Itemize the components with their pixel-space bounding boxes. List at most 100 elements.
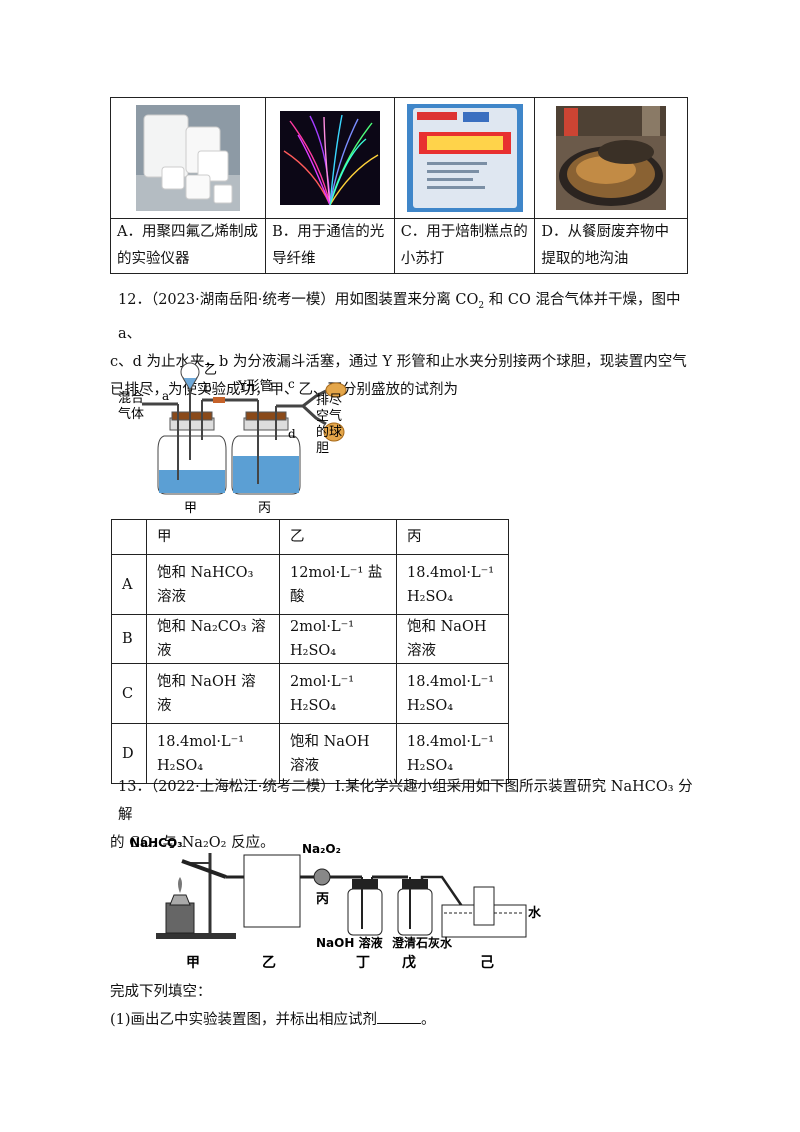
label-b: b	[204, 381, 212, 395]
cell-bing-line2: H₂SO₄	[407, 757, 454, 774]
label-a: a	[162, 389, 169, 403]
cell-yi: 2mol·L⁻¹ H₂SO₄	[279, 663, 397, 724]
label-ji: 己	[480, 955, 494, 971]
label-nahco3: NaHCO₃	[130, 836, 182, 850]
cell-bing-line1: 18.4mol·L⁻¹	[407, 733, 495, 750]
apparatus-yi-box	[243, 854, 301, 928]
table-row: D 18.4mol·L⁻¹ H₂SO₄ 饱和 NaOH 溶液 18.4mol·L…	[111, 723, 509, 784]
q12-stem: 12．（2023·湖南岳阳·统考一模）用如图装置来分离 CO2 和 CO 混合气…	[110, 286, 698, 404]
label-limewater: 澄清石灰水	[392, 935, 453, 950]
q13-line1: 13．（2022·上海松江·统考二模）I.某化学兴趣小组采用如下图所示装置研究 …	[118, 773, 698, 829]
cell-yi: 2mol·L⁻¹ H₂SO₄	[279, 614, 397, 664]
cell-jia: 饱和 Na₂CO₃ 溶液	[146, 614, 280, 664]
label-bing: 丙	[316, 892, 329, 907]
ptfe-beakers-icon	[136, 105, 241, 211]
q13-text-1: I.某化学兴趣小组采用如下图所示装置研究 NaHCO₃ 分解	[118, 779, 693, 823]
q12-line2: c、d 为止水夹，b 为分液漏斗活塞，通过 Y 形管和止水夹分别接两个球胆，现装…	[110, 353, 687, 370]
label-balloon-4: 胆	[316, 441, 329, 456]
table-row: B 饱和 Na₂CO₃ 溶液 2mol·L⁻¹ H₂SO₄ 饱和 NaOH 溶液	[111, 614, 509, 664]
cell-bing-line1: 18.4mol·L⁻¹	[407, 673, 495, 690]
q12-source: （2023·湖南岳阳·统考一模）	[150, 292, 335, 308]
row-label: A	[111, 554, 147, 615]
option-d-caption: D．从餐厨废弃物中提取的地沟油	[534, 218, 688, 274]
label-y-tube: Y形管	[237, 379, 273, 394]
cell-bing: 18.4mol·L⁻¹ H₂SO₄	[396, 663, 509, 724]
option-c-photo-cell	[393, 97, 536, 219]
q12-line3: 已排尽，为使实验成功，甲、乙、丙分别盛放的试剂为	[110, 381, 458, 398]
q12-apparatus-diagram: 混合 气体 a 乙 b Y形管 c d 排尽 空气 的球 胆 甲 丙	[118, 362, 347, 516]
label-balloon-1: 排尽	[316, 393, 342, 408]
row-label: C	[111, 663, 147, 724]
option-b-caption: B．用于通信的光导纤维	[265, 218, 395, 274]
q12-number: 12．	[118, 292, 151, 308]
na2o2-tube	[313, 868, 331, 886]
cell-bing: 18.4mol·L⁻¹ H₂SO₄	[396, 723, 509, 784]
option-a-caption: A．用聚四氟乙烯制成的实验仪器	[109, 218, 267, 274]
cell-jia: 饱和 NaOH 溶液	[146, 663, 280, 724]
q12-reagents-table: 甲 乙 丙 A 饱和 NaHCO₃ 溶液 12mol·L⁻¹ 盐酸 18.4mo…	[111, 519, 509, 784]
cell-bing-line1: 饱和 NaOH 溶液	[407, 619, 487, 659]
q11-options-table: A．用聚四氟乙烯制成的实验仪器 B．用于通信的光导纤维 C．用于焙制糕点的小苏打…	[109, 97, 688, 274]
cell-jia: 饱和 NaHCO₃ 溶液	[146, 554, 280, 615]
balloon-upper	[325, 382, 347, 398]
cell-bing-line2: H₂SO₄	[407, 588, 454, 605]
label-bing: 丙	[258, 501, 271, 516]
table-row: A 饱和 NaHCO₃ 溶液 12mol·L⁻¹ 盐酸 18.4mol·L⁻¹ H…	[111, 554, 509, 615]
cell-yi: 饱和 NaOH 溶液	[279, 723, 397, 784]
label-na2o2: Na₂O₂	[302, 842, 341, 856]
label-c: c	[288, 377, 295, 391]
label-balloon-3: 的球	[316, 424, 342, 440]
q13-subquestions: 完成下列填空： (1)画出乙中实验装置图，并标出相应试剂 。	[110, 978, 700, 1034]
label-balloon-2: 空气	[316, 408, 342, 424]
collection-cylinder	[473, 886, 495, 926]
header-cell: 甲	[146, 519, 280, 555]
label-water: 水	[528, 905, 542, 921]
option-d-photo-cell	[534, 97, 688, 219]
q13-sub1-end: 。	[421, 1012, 436, 1028]
optical-fibers-icon	[279, 111, 380, 205]
cell-bing: 18.4mol·L⁻¹ H₂SO₄	[396, 554, 509, 615]
header-cell: 乙	[279, 519, 397, 555]
option-c-caption: C．用于焙制糕点的小苏打	[393, 218, 536, 274]
label-mixed-gas-2: 气体	[118, 406, 144, 422]
label-yi: 乙	[262, 955, 276, 971]
q13-apparatus-diagram: NaHCO₃ Na₂O₂ 丙 NaOH 溶液 澄清石灰水 水 甲 乙 丁 戊 己	[130, 836, 542, 971]
cell-bing-line1: 18.4mol·L⁻¹	[407, 564, 495, 581]
header-cell	[111, 519, 147, 555]
bottle-wu	[397, 888, 433, 936]
table-row: C 饱和 NaOH 溶液 2mol·L⁻¹ H₂SO₄ 18.4mol·L⁻¹ H…	[111, 663, 509, 724]
label-yi: 乙	[204, 363, 217, 378]
q13-number: 13．	[118, 779, 151, 795]
q12-text-1b: 和 CO 混合气体并干燥，图中 a、	[118, 292, 681, 342]
label-d: d	[288, 427, 296, 441]
cell-jia: 18.4mol·L⁻¹ H₂SO₄	[146, 723, 280, 784]
q13-source: （2022·上海松江·统考二模）	[150, 779, 335, 795]
label-jia: 甲	[186, 955, 200, 971]
label-jia: 甲	[184, 501, 197, 516]
cell-yi: 12mol·L⁻¹ 盐酸	[279, 554, 397, 615]
table-header-row: 甲 乙 丙	[111, 519, 509, 555]
answer-blank[interactable]	[377, 1009, 422, 1024]
label-ding: 丁	[356, 955, 370, 971]
baking-soda-package-icon	[406, 104, 523, 212]
label-naoh: NaOH 溶液	[316, 935, 383, 950]
q13-stem: 13．（2022·上海松江·统考二模）I.某化学兴趣小组采用如下图所示装置研究 …	[110, 773, 698, 857]
cell-bing-line2: H₂SO₄	[407, 697, 454, 714]
bottle-jia-liquid	[159, 470, 225, 493]
waste-oil-pot-icon	[556, 106, 667, 210]
header-cell: 丙	[396, 519, 509, 555]
q13-sub1-text: (1)画出乙中实验装置图，并标出相应试剂	[110, 1012, 378, 1028]
bottle-bing-liquid	[233, 456, 299, 493]
bottle-ding	[347, 888, 383, 936]
row-label: B	[111, 614, 147, 664]
q13-sub1: (1)画出乙中实验装置图，并标出相应试剂 。	[110, 1006, 700, 1034]
q12-text-1a: 用如图装置来分离 CO	[334, 292, 479, 308]
q13-instruction: 完成下列填空：	[110, 984, 212, 1000]
q13-line2: 的 CO₂ 与 Na₂O₂ 反应。	[110, 835, 275, 851]
label-wu: 戊	[402, 954, 416, 971]
iron-stand-base	[156, 933, 236, 939]
alcohol-lamp	[165, 902, 195, 934]
balloon-lower	[323, 422, 345, 442]
label-mixed-gas-1: 混合	[118, 391, 144, 406]
cell-bing: 饱和 NaOH 溶液	[396, 614, 509, 664]
